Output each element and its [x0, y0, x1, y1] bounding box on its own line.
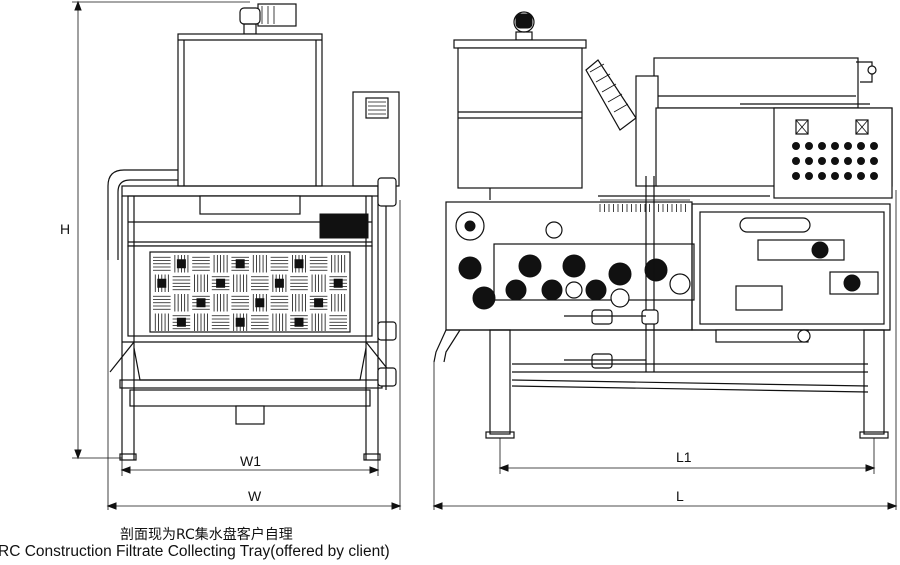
- side-agitator-motor: [513, 11, 535, 41]
- front-flocculation-tank: [177, 33, 323, 187]
- front-view: [107, 3, 400, 461]
- side-rollers: [455, 211, 691, 310]
- w1-label: W1: [240, 453, 261, 469]
- caption-english: RC Construction Filtrate Collecting Tray…: [0, 543, 390, 560]
- front-drive-motor: [319, 213, 369, 239]
- w-dimension: [106, 200, 402, 510]
- l1-dimension: [498, 438, 876, 474]
- front-roller-grid: [127, 245, 373, 337]
- side-base: [485, 329, 889, 439]
- l-label: L: [676, 488, 684, 504]
- front-control-box: [352, 91, 400, 187]
- front-collecting-tray: [109, 341, 391, 425]
- l-dimension: [432, 190, 898, 510]
- side-flocculation-tank: [453, 39, 587, 200]
- side-dosing-equipment: [715, 217, 879, 343]
- l1-label: L1: [676, 449, 692, 465]
- height-label: H: [60, 221, 70, 237]
- height-dimension: [72, 0, 250, 460]
- w1-dimension: [120, 460, 380, 476]
- front-agitator-motor: [239, 3, 297, 35]
- w-label: W: [248, 488, 262, 504]
- side-electrical-panel: [773, 107, 893, 199]
- caption-chinese: 剖面现为RC集水盘客户自理: [120, 527, 293, 543]
- side-view: [433, 11, 893, 439]
- side-chute: [585, 59, 637, 131]
